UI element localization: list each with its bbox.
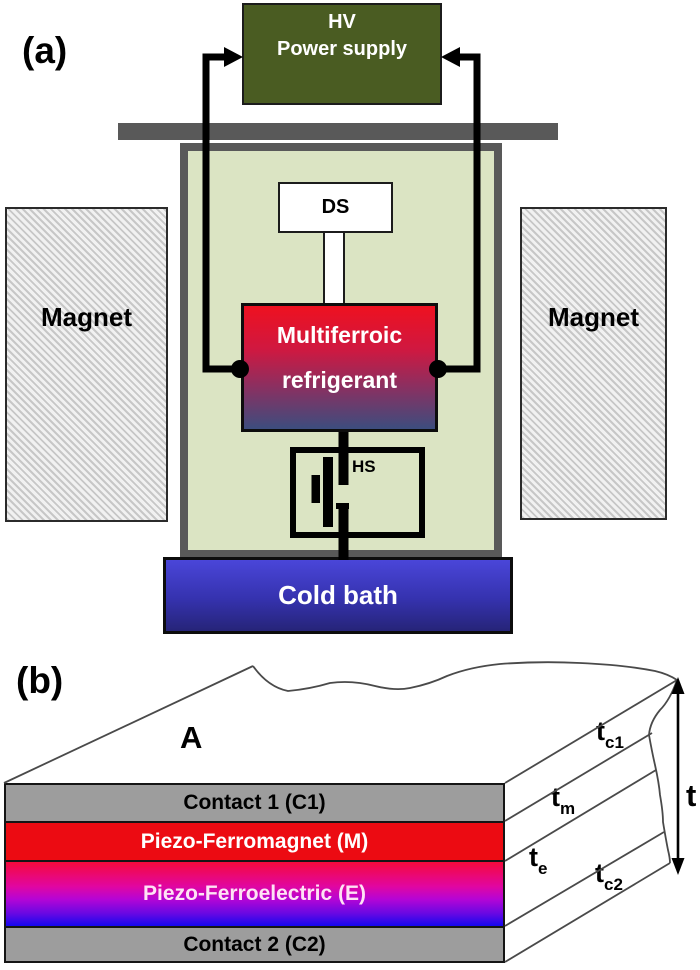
edge-c1-m <box>504 732 653 822</box>
layer-piezo-ferromagnet-label: Piezo-Ferromagnet (M) <box>140 829 369 853</box>
measure-arrow-up-icon <box>671 677 685 694</box>
layer-contact-2-label: Contact 2 (C2) <box>183 932 326 956</box>
refrigerant-line1: Multiferroic <box>276 322 403 348</box>
support-bar <box>118 123 558 140</box>
refrigerant-line2: refrigerant <box>281 367 398 393</box>
thickness-label-tc1: tc1 <box>596 716 624 753</box>
panel-a-label: (a) <box>22 30 68 71</box>
magnet-right-label: Magnet <box>548 302 639 332</box>
layer-contact-2: Contact 2 (C2) <box>4 926 505 963</box>
measure-arrow-down-icon <box>671 858 685 875</box>
edge-m-e <box>504 769 657 862</box>
multiferroic-refrigerant-box: Multiferroic refrigerant <box>241 303 438 432</box>
ds-stem <box>323 230 345 305</box>
heat-switch-box: HS <box>290 447 425 538</box>
hv-power-supply-line1: HV <box>328 11 356 33</box>
hv-power-supply-line2: Power supply <box>276 38 408 60</box>
panel-b-label: (b) <box>16 660 64 701</box>
magnet-right: Magnet <box>520 207 667 520</box>
slab-torn-back-edge <box>252 661 678 692</box>
layer-contact-1-label: Contact 1 (C1) <box>183 791 326 814</box>
ds-box: DS <box>278 182 393 233</box>
layer-piezo-ferromagnet: Piezo-Ferromagnet (M) <box>4 821 505 862</box>
slab-top-right-edge <box>504 679 678 784</box>
slab-torn-right-edge <box>648 679 678 864</box>
area-label: A <box>180 720 203 755</box>
thickness-label-tm: tm <box>551 782 576 819</box>
thickness-label-tc2: tc2 <box>595 858 623 895</box>
layer-contact-1: Contact 1 (C1) <box>4 783 505 823</box>
magnet-left-label: Magnet <box>41 302 132 332</box>
right-arrow-icon <box>441 47 460 67</box>
hv-power-supply-box: HV Power supply <box>242 3 442 105</box>
heat-switch-label: HS <box>352 457 376 476</box>
left-arrow-icon <box>224 47 243 67</box>
ds-label: DS <box>321 196 350 218</box>
edge-c2-bottom <box>504 862 671 963</box>
total-thickness-label: t <box>686 778 697 813</box>
magnet-left: Magnet <box>5 207 168 522</box>
cold-bath-label: Cold bath <box>278 580 398 610</box>
layer-piezo-ferroelectric: Piezo-Ferroelectric (E) <box>4 860 505 928</box>
thickness-label-te: te <box>529 842 548 879</box>
cold-bath-box: Cold bath <box>163 557 513 634</box>
layer-piezo-ferroelectric-label: Piezo-Ferroelectric (E) <box>143 882 366 905</box>
